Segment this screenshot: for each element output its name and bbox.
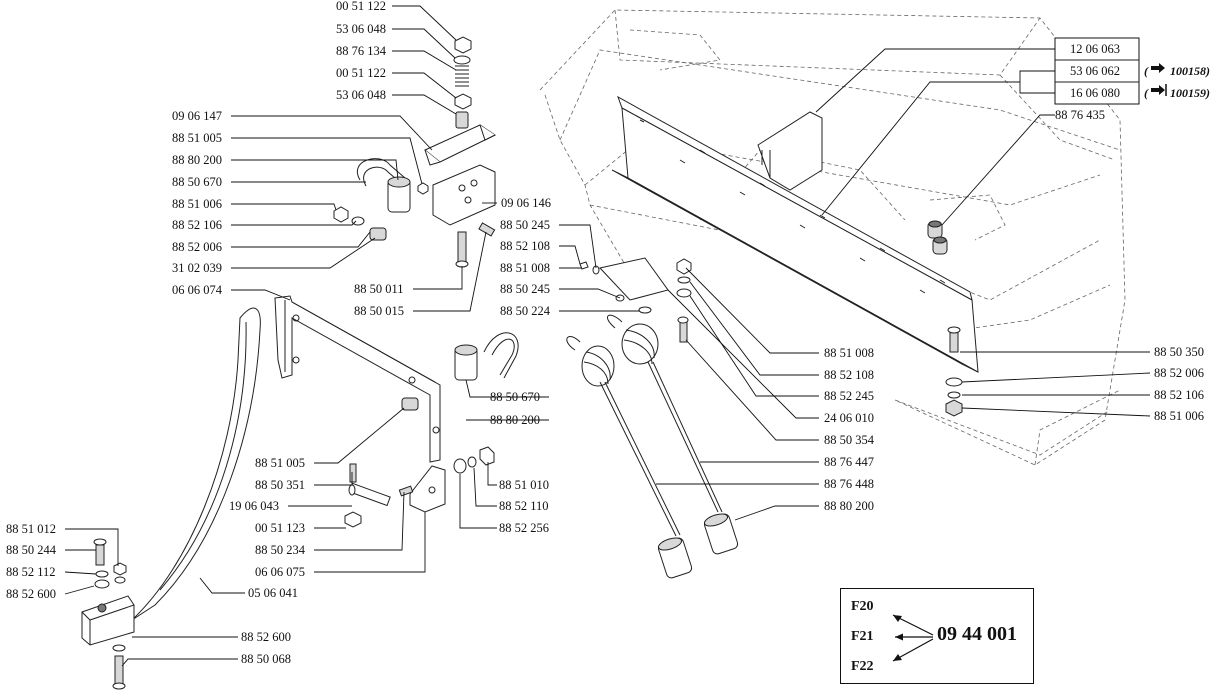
bolts-88-50-011 — [455, 222, 496, 268]
part-label: 88 76 435 — [1055, 108, 1105, 122]
part-label: 19 06 043 — [229, 499, 279, 513]
part-label: 53 06 048 — [336, 88, 386, 102]
tine-clamp-block — [81, 595, 135, 646]
reference-serial: 100159) — [1170, 86, 1210, 100]
part-label: 88 51 012 — [6, 522, 56, 536]
part-label: 06 06 075 — [255, 565, 305, 579]
arrow-right-icon — [1151, 85, 1165, 95]
part-label: 88 51 005 — [255, 456, 305, 470]
mounting-rail — [611, 95, 979, 373]
part-label: 24 06 010 — [824, 411, 874, 425]
reference-open-paren: ( — [1144, 86, 1149, 100]
part-label: 88 52 106 — [1154, 388, 1204, 402]
part-label: 88 50 670 — [172, 175, 222, 189]
part-label: 88 52 112 — [6, 565, 56, 579]
part-label: 88 50 015 — [354, 304, 404, 318]
part-label: 09 06 146 — [501, 196, 551, 210]
part-label: 88 52 245 — [824, 389, 874, 403]
part-label: 88 50 224 — [500, 304, 551, 318]
nut-washer-spacer-left — [333, 206, 387, 241]
rail-bracket — [757, 111, 823, 191]
part-label: 88 76 448 — [824, 477, 874, 491]
part-label: 88 51 005 — [172, 131, 222, 145]
part-label: 88 80 200 — [172, 153, 222, 167]
part-label: 88 52 106 — [172, 218, 222, 232]
part-label: 00 51 123 — [255, 521, 305, 535]
u-bolt-upper — [357, 158, 429, 213]
part-label: 06 06 074 — [172, 283, 223, 297]
part-label: 88 76 447 — [824, 455, 874, 469]
clamp-bracket-09-06-146 — [432, 164, 496, 226]
part-label: 88 80 200 — [824, 499, 874, 513]
legend-assembly-code: 09 44 001 — [937, 623, 1017, 645]
leader-lines — [64, 5, 1151, 667]
reference-serial: 100158) — [1170, 64, 1210, 78]
part-label: 88 52 006 — [1154, 366, 1204, 380]
reference-open-paren: ( — [1144, 64, 1149, 78]
part-label: 88 50 350 — [1154, 345, 1204, 359]
part-label: 88 50 011 — [354, 282, 404, 296]
part-label: 88 52 600 — [6, 587, 56, 601]
part-label: 88 52 256 — [499, 521, 549, 535]
pin-19-06-043 — [344, 463, 391, 528]
part-label: 16 06 080 — [1070, 86, 1120, 100]
arrow-right-icon — [1151, 63, 1165, 73]
right-fastener-stack — [945, 326, 963, 417]
reference-box — [1054, 37, 1167, 105]
clamp-hardware-left — [93, 538, 127, 589]
part-label: 88 52 108 — [500, 239, 550, 253]
part-label: 88 52 006 — [172, 240, 222, 254]
spring-tine-05-06-041 — [131, 307, 261, 621]
part-label: 88 50 234 — [255, 543, 306, 557]
channel-bracket-09-06-147 — [424, 124, 497, 166]
legend-arrows — [892, 614, 934, 662]
part-number-labels: 00 51 122 53 06 048 88 76 134 00 51 122 … — [6, 0, 1210, 666]
part-label: 12 06 063 — [1070, 42, 1120, 56]
part-label: 88 50 670 — [490, 390, 540, 404]
part-label: 88 52 110 — [499, 499, 549, 513]
figure-legend-box: F20 F21 F22 09 44 001 — [840, 588, 1034, 684]
part-label: 88 51 006 — [172, 197, 222, 211]
top-hardware-stack — [453, 36, 472, 129]
part-label: 00 51 122 — [336, 0, 386, 13]
part-label: 53 06 048 — [336, 22, 386, 36]
part-label: 88 52 600 — [241, 630, 291, 644]
part-label: 00 51 122 — [336, 66, 386, 80]
small-plate-bracket — [579, 257, 669, 314]
part-label: 05 06 041 — [248, 586, 298, 600]
right-stack-88-51-008 — [676, 258, 692, 343]
part-label: 88 50 244 — [6, 543, 57, 557]
part-label: 88 76 134 — [336, 44, 387, 58]
spacer-88-51-005-lower — [401, 397, 419, 411]
u-bolt-lower — [454, 332, 519, 381]
part-label: 88 50 245 — [500, 218, 550, 232]
part-label: 88 51 010 — [499, 478, 549, 492]
torsion-springs — [566, 314, 659, 387]
part-label: 88 51 006 — [1154, 409, 1204, 423]
hardware-88-51-010 — [453, 446, 495, 474]
part-label: 88 50 245 — [500, 282, 550, 296]
part-label: 53 06 062 — [1070, 64, 1120, 78]
part-label: 88 50 068 — [241, 652, 291, 666]
part-label: 88 51 008 — [824, 346, 874, 360]
bottom-bolt-88-50-068 — [112, 644, 126, 690]
hinge-06-06-075 — [398, 465, 446, 513]
part-label: 88 50 351 — [255, 478, 305, 492]
part-label: 31 02 039 — [172, 261, 222, 275]
part-label: 88 50 354 — [824, 433, 875, 447]
spring-rods — [599, 361, 723, 537]
part-label: 88 80 200 — [490, 413, 540, 427]
grease-fittings — [927, 220, 948, 255]
legend-figure-f22: F22 — [851, 659, 874, 674]
part-label: 09 06 147 — [172, 109, 222, 123]
spring-rubber-blocks — [657, 513, 739, 579]
legend-figure-f20: F20 — [851, 599, 874, 614]
part-label: 88 52 108 — [824, 368, 874, 382]
legend-figure-f21: F21 — [851, 629, 874, 644]
frame-06-06-074 — [274, 295, 441, 463]
part-label: 88 51 008 — [500, 261, 550, 275]
